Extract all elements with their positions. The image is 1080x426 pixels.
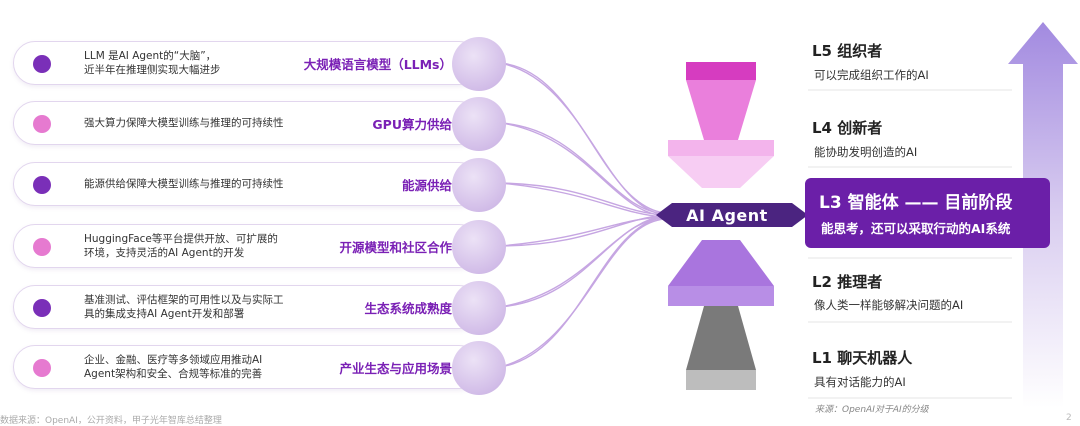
level-desc: 能协助发明创造的AI bbox=[814, 145, 918, 159]
driver-title: GPU算力供给 bbox=[372, 116, 452, 132]
driver-dot bbox=[33, 238, 51, 256]
footer-source: 数据来源：OpenAI，公开资料，甲子光年智库总结整理 bbox=[0, 416, 222, 426]
level-title: L3 智能体 —— 目前阶段 bbox=[819, 193, 1013, 213]
driver-title: 大规模语言模型（LLMs） bbox=[303, 56, 452, 72]
driver-title: 开源模型和社区合作 bbox=[339, 239, 452, 255]
level-desc: 可以完成组织工作的AI bbox=[814, 68, 929, 82]
current-level-box: L3 智能体 —— 目前阶段 能思考，还可以采取行动的AI系统 bbox=[805, 178, 1050, 248]
level1-block bbox=[686, 306, 756, 370]
level-title: L4 创新者 bbox=[812, 119, 883, 137]
driver-desc: LLM 是AI Agent的“大脑”，近半年在推理侧实现大幅进步 bbox=[84, 50, 221, 76]
driver-dot bbox=[33, 115, 51, 133]
driver-desc: 能源供给保障大模型训练与推理的可持续性 bbox=[84, 178, 284, 190]
driver-dot bbox=[33, 55, 51, 73]
level2-base bbox=[668, 286, 774, 306]
connector-lines bbox=[499, 62, 666, 368]
agent-label: AI Agent bbox=[686, 205, 768, 225]
driver-pill: 基准测试、评估框架的可用性以及与实际工具的集成支持AI Agent开发和部署 生… bbox=[13, 281, 506, 335]
level-desc: 具有对话能力的AI bbox=[814, 375, 906, 389]
driver-title: 能源供给 bbox=[401, 177, 452, 193]
level5-block bbox=[686, 62, 756, 80]
driver-desc: 强大算力保障大模型训练与推理的可持续性 bbox=[84, 117, 284, 129]
level4-block bbox=[686, 80, 756, 140]
agent-banner bbox=[656, 203, 808, 227]
driver-node bbox=[452, 37, 506, 91]
level4-base bbox=[668, 140, 774, 156]
source-note: 来源：OpenAI对于AI的分级 bbox=[815, 405, 929, 415]
level1-base bbox=[686, 370, 756, 390]
level-title: L5 组织者 bbox=[812, 42, 883, 60]
driver-pill: LLM 是AI Agent的“大脑”，近半年在推理侧实现大幅进步 大规模语言模型… bbox=[13, 37, 506, 91]
driver-pill: 强大算力保障大模型训练与推理的可持续性 GPU算力供给 bbox=[13, 97, 506, 151]
driver-node bbox=[452, 220, 506, 274]
level-desc: 像人类一样能够解决问题的AI bbox=[814, 298, 964, 312]
driver-desc: 基准测试、评估框架的可用性以及与实际工具的集成支持AI Agent开发和部署 bbox=[84, 294, 284, 320]
driver-dot bbox=[33, 299, 51, 317]
driver-title: 产业生态与应用场景 bbox=[339, 360, 452, 376]
level-separators bbox=[808, 89, 1012, 399]
level3-top bbox=[668, 156, 774, 188]
driver-title: 生态系统成熟度 bbox=[364, 300, 452, 316]
level-title: L1 聊天机器人 bbox=[812, 349, 913, 367]
level-title: L2 推理者 bbox=[812, 273, 883, 291]
level-desc: 能思考，还可以采取行动的AI系统 bbox=[821, 221, 1011, 236]
driver-dot bbox=[33, 359, 51, 377]
driver-pill: HuggingFace等平台提供开放、可扩展的环境，支持灵活的AI Agent的… bbox=[13, 220, 506, 274]
page-number: 2 bbox=[1066, 413, 1072, 423]
driver-dot bbox=[33, 176, 51, 194]
driver-node bbox=[452, 97, 506, 151]
driver-desc: HuggingFace等平台提供开放、可扩展的环境，支持灵活的AI Agent的… bbox=[84, 233, 278, 259]
driver-node bbox=[452, 158, 506, 212]
driver-node bbox=[452, 281, 506, 335]
level2-block bbox=[668, 240, 774, 286]
driver-node bbox=[452, 341, 506, 395]
driver-pill: 能源供给保障大模型训练与推理的可持续性 能源供给 bbox=[13, 158, 506, 212]
